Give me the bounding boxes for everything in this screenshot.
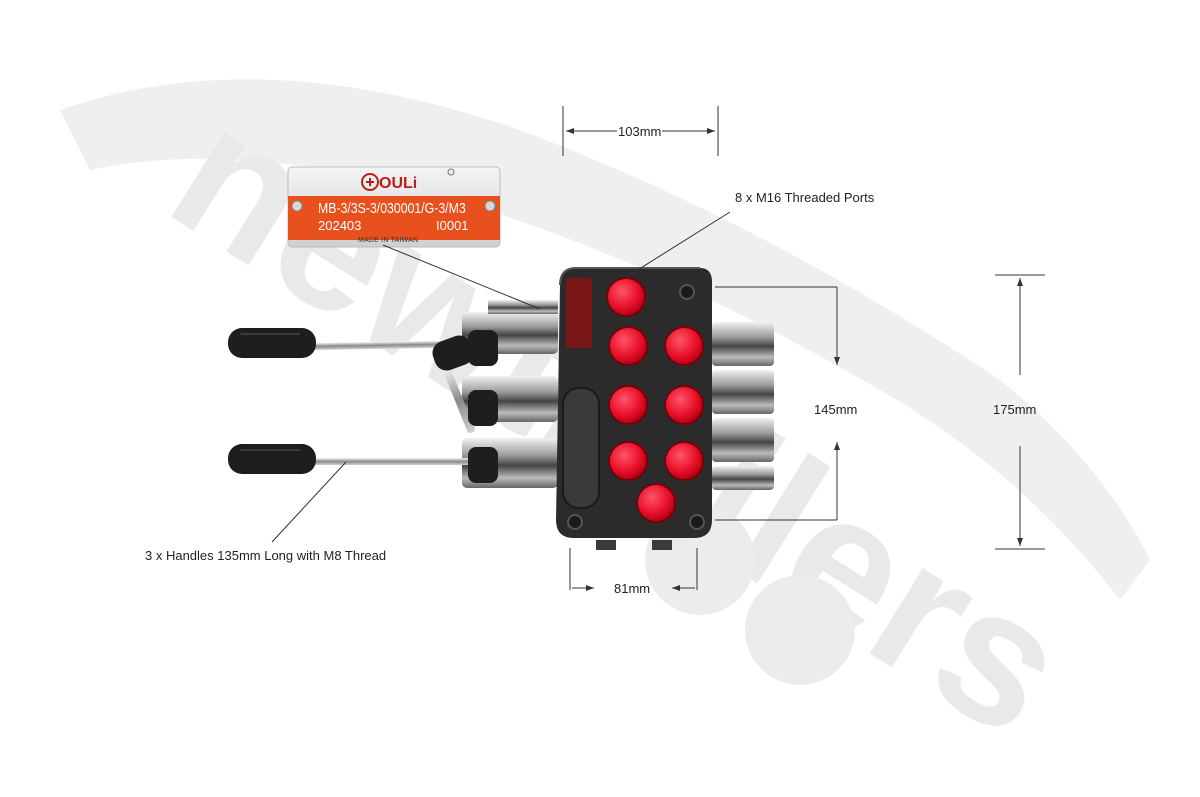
callout-threaded-ports: 8 x M16 Threaded Ports [735,190,875,205]
dimension-lines [271,106,1045,591]
callout-handles: 3 x Handles 135mm Long with M8 Thread [145,548,387,563]
body-label-tag [566,278,592,348]
nameplate [287,166,501,248]
brand-logo-icon [361,173,379,191]
screw-icon [484,200,496,212]
threaded-port-caps [606,277,704,523]
dimension-width: 103mm [617,124,663,139]
nameplate-origin: MADE IN TAIWAN [358,237,419,244]
pivot-caps [468,330,498,483]
nameplate-brand: OULi [379,175,418,192]
nameplate-date-code: 202403 [318,218,362,233]
dimension-overall-height: 175mm [993,402,1037,417]
screw-icon [291,200,303,212]
spool-sections-right [712,322,774,490]
nameplate-serial: I0001 [436,218,469,233]
dimension-base-width: 81mm [614,581,651,596]
handle-grip-icon [228,328,474,474]
dimension-body-height: 145mm [814,402,858,417]
nameplate-model: MB-3/3S-3/030001/G-3/M3 [318,200,466,217]
handle-rods [310,340,475,465]
